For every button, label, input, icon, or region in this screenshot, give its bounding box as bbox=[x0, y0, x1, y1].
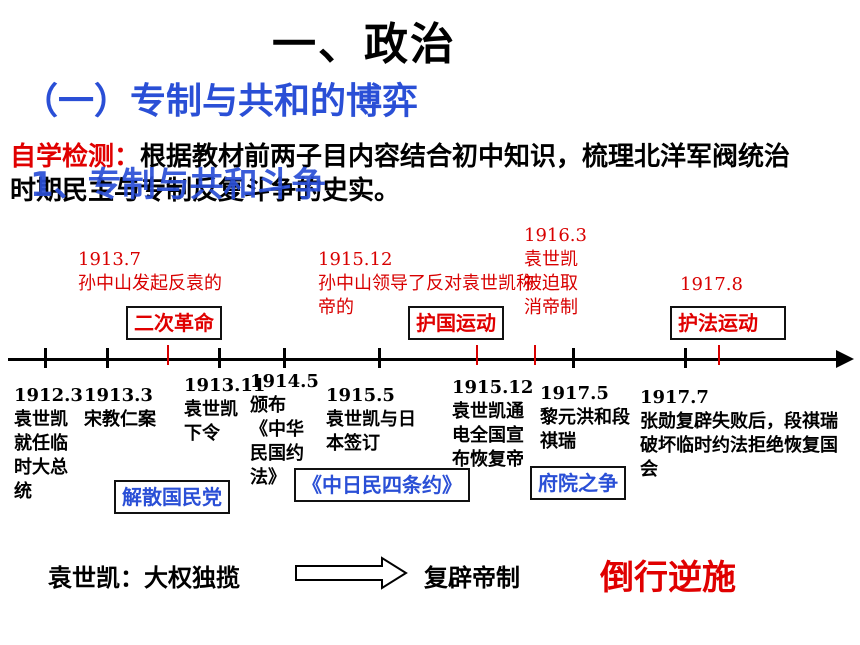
event-1917-7: 1917.7 张勋复辟失败后，段祺瑞破坏临时约法拒绝恢复国会 bbox=[640, 386, 850, 482]
event-1912-3: 1912.3 袁世凯就任临时大总统 bbox=[14, 384, 83, 504]
event-date: 1917.7 bbox=[640, 387, 709, 408]
answer-box-second-revolution: 二次革命 bbox=[126, 306, 222, 340]
event-date: 1915.5 bbox=[326, 385, 395, 406]
event-text: 宋教仁案 bbox=[84, 409, 156, 430]
event-1917-5: 1917.5 黎元洪和段祺瑞 bbox=[540, 382, 632, 454]
event-1916-3: 1916.3 袁世凯被迫取消帝制 bbox=[524, 224, 594, 320]
timeline-marker-red bbox=[534, 345, 536, 365]
event-1915-12-above: 1915.12 孙中山领导了反对袁世凯称帝的 bbox=[318, 248, 548, 320]
event-date: 1912.3 bbox=[14, 385, 83, 406]
timeline-tick bbox=[572, 348, 575, 368]
summary-arrow-icon bbox=[295, 556, 408, 590]
event-text: 袁世凯被迫取消帝制 bbox=[524, 249, 578, 318]
event-date: 1913.7 bbox=[78, 249, 141, 270]
summary-right: 复辟帝制 bbox=[424, 564, 520, 592]
event-text: 孙中山发起反袁的 bbox=[78, 273, 222, 294]
event-text: 颁布《中华民国约法》 bbox=[250, 395, 304, 488]
event-text: 袁世凯下令 bbox=[184, 399, 238, 444]
event-1913-3: 1913.3 宋教仁案 bbox=[84, 384, 176, 432]
event-date: 1917.8 bbox=[680, 274, 743, 295]
event-date: 1915.12 bbox=[452, 377, 534, 398]
timeline-marker-red bbox=[167, 345, 169, 365]
timeline-arrowhead bbox=[836, 350, 854, 368]
timeline-axis bbox=[8, 358, 838, 361]
event-1913-11: 1913.11 袁世凯下令 bbox=[184, 374, 266, 446]
intro-lead: 自学检测： bbox=[10, 142, 141, 172]
section-subtitle: （一）专制与共和的博弈 bbox=[22, 81, 419, 122]
timeline-marker-red bbox=[476, 345, 478, 365]
answer-box-national-protection: 护国运动 bbox=[408, 306, 504, 340]
event-date: 1914.5 bbox=[250, 371, 319, 392]
answer-box-twenty-one-demands: 《中日民四条约》 bbox=[294, 468, 470, 502]
event-1914-5: 1914.5 颁布《中华民国约法》 bbox=[250, 370, 319, 490]
intro-paragraph: 自学检测：根据教材前两子目内容结合初中知识，梳理北洋军阀统治时期民主与专制反复斗… bbox=[10, 140, 810, 208]
intro-text: 根据教材前两子目内容结合初中知识，梳理北洋军阀统治时期民主与专制反复斗争的史实。 bbox=[10, 142, 791, 206]
timeline-tick bbox=[684, 348, 687, 368]
answer-box-constitution-protection: 护法运动 bbox=[670, 306, 786, 340]
timeline-tick bbox=[283, 348, 286, 368]
event-date: 1915.12 bbox=[318, 249, 393, 270]
event-1917-8: 1917.8 bbox=[680, 273, 743, 297]
event-1915-5: 1915.5 袁世凯与日本签订 bbox=[326, 384, 418, 456]
event-date: 1917.5 bbox=[540, 383, 609, 404]
event-date: 1916.3 bbox=[524, 225, 587, 246]
answer-box-dissolve-kmt: 解散国民党 bbox=[114, 480, 230, 514]
summary-conclusion: 倒行逆施 bbox=[600, 558, 736, 598]
page-title: 一、政治 bbox=[272, 19, 456, 70]
timeline-tick bbox=[44, 348, 47, 368]
event-text: 孙中山领导了反对袁世凯称帝的 bbox=[318, 273, 534, 318]
event-1913-7: 1913.7 孙中山发起反袁的 bbox=[78, 248, 222, 296]
event-date: 1913.11 bbox=[184, 375, 266, 396]
timeline-marker-red bbox=[718, 345, 720, 365]
timeline-tick bbox=[378, 348, 381, 368]
timeline-tick bbox=[218, 348, 221, 368]
timeline-tick bbox=[106, 348, 109, 368]
event-text: 袁世凯与日本签订 bbox=[326, 409, 416, 454]
overlay-heading: 1、专制与共和斗争 bbox=[30, 165, 326, 205]
event-text: 袁世凯就任临时大总统 bbox=[14, 409, 68, 502]
event-text: 黎元洪和段祺瑞 bbox=[540, 407, 630, 452]
event-date: 1913.3 bbox=[84, 385, 153, 406]
summary-left: 袁世凯：大权独揽 bbox=[48, 564, 240, 592]
answer-box-president-cabinet-dispute: 府院之争 bbox=[530, 466, 626, 500]
event-text: 张勋复辟失败后，段祺瑞破坏临时约法拒绝恢复国会 bbox=[640, 411, 838, 480]
